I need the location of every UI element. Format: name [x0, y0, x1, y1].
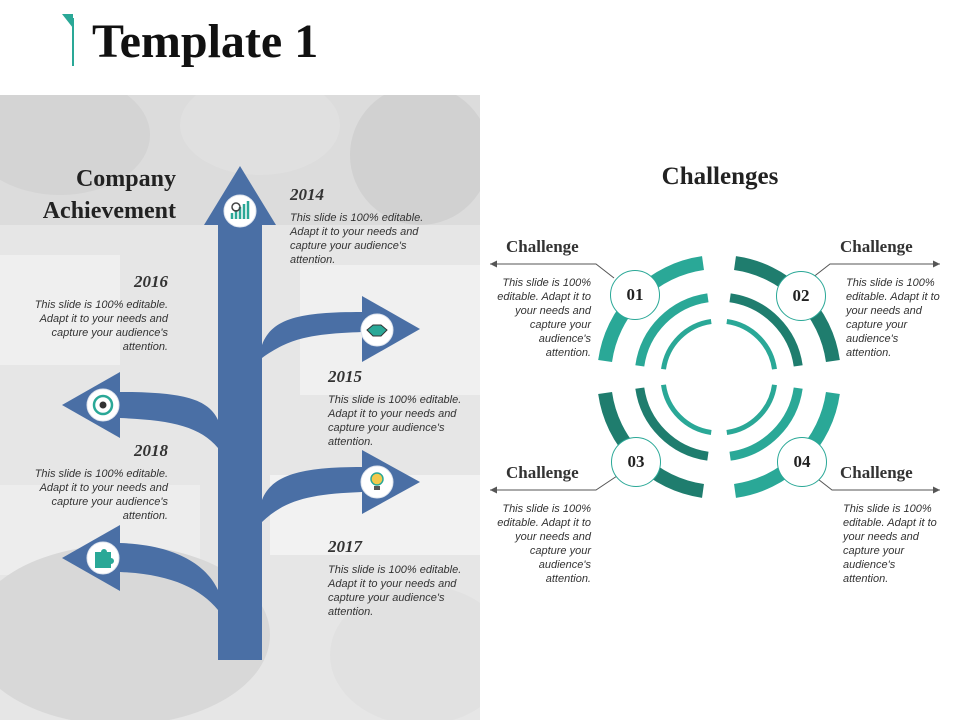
connector-03-head [490, 486, 497, 494]
challenge-number-03: 03 [611, 437, 661, 487]
page-title: Template 1 [92, 15, 319, 68]
challenge-ring-q4-1 [729, 387, 803, 461]
connector-01 [490, 263, 615, 279]
connector-01-head [490, 260, 497, 268]
challenge-ring-q2-2 [726, 319, 777, 370]
challenge-ring-q3-2 [661, 384, 712, 435]
challenge-label-03: Challenge [506, 463, 579, 482]
challenge-ring-q1-1 [635, 293, 709, 367]
connector-04 [813, 475, 940, 491]
milestone-text-2017: This slide is 100% editable. Adapt it to… [328, 564, 462, 618]
milestone-year-2015: 2015 [328, 367, 362, 386]
milestone-year-2014: 2014 [290, 185, 324, 204]
growth-chart-icon [230, 201, 250, 219]
milestone-text-2016: This slide is 100% editable. Adapt it to… [34, 299, 168, 353]
connector-04-head [933, 486, 940, 494]
challenge-text-04: This slide is 100% editable. Adapt it to… [843, 503, 937, 585]
puzzle-icon [95, 549, 114, 568]
challenge-label-04: Challenge [840, 463, 913, 482]
challenges-heading: Challenges [661, 163, 779, 190]
milestone-text-2014: This slide is 100% editable. Adapt it to… [290, 212, 424, 266]
lightbulb-icon [370, 472, 384, 486]
achievement-heading-line2: Achievement [42, 198, 176, 224]
title-flag-icon [62, 14, 74, 66]
challenge-text-03: This slide is 100% editable. Adapt it to… [497, 503, 591, 585]
branch-right-2015 [262, 312, 362, 358]
milestone-text-2015: This slide is 100% editable. Adapt it to… [328, 394, 462, 448]
challenge-number-04: 04 [777, 437, 827, 487]
milestone-year-2016: 2016 [134, 272, 168, 291]
challenge-ring-q4-2 [726, 384, 777, 435]
challenge-label-02: Challenge [840, 237, 913, 256]
challenge-number-01: 01 [610, 270, 660, 320]
achievement-heading-line1: Company [75, 166, 176, 192]
target-center-icon [99, 401, 107, 409]
achievement-heading: Company Achievement [10, 163, 176, 227]
challenge-ring-q2-1 [729, 293, 803, 367]
branch-left-2018 [120, 543, 218, 610]
connector-03 [490, 475, 618, 491]
branch-left-2016 [120, 392, 218, 448]
connector-02 [811, 263, 940, 279]
milestone-year-2018: 2018 [134, 441, 168, 460]
handshake-icon [366, 324, 388, 337]
milestone-text-2018: This slide is 100% editable. Adapt it to… [34, 468, 168, 522]
lightbulb-base-icon [374, 486, 380, 490]
magnifier-icon [231, 202, 241, 212]
challenge-label-01: Challenge [506, 237, 579, 256]
main-arrow-trunk [204, 166, 276, 660]
challenge-ring-q1-2 [661, 319, 712, 370]
milestone-year-2017: 2017 [328, 537, 362, 556]
connector-02-head [933, 260, 940, 268]
target-icon [92, 394, 114, 416]
challenge-text-01: This slide is 100% editable. Adapt it to… [497, 277, 591, 359]
branch-right-2017 [262, 467, 362, 522]
challenge-number-02: 02 [776, 271, 826, 321]
challenge-ring-q3-1 [635, 387, 709, 461]
challenge-text-02: This slide is 100% editable. Adapt it to… [846, 277, 940, 359]
